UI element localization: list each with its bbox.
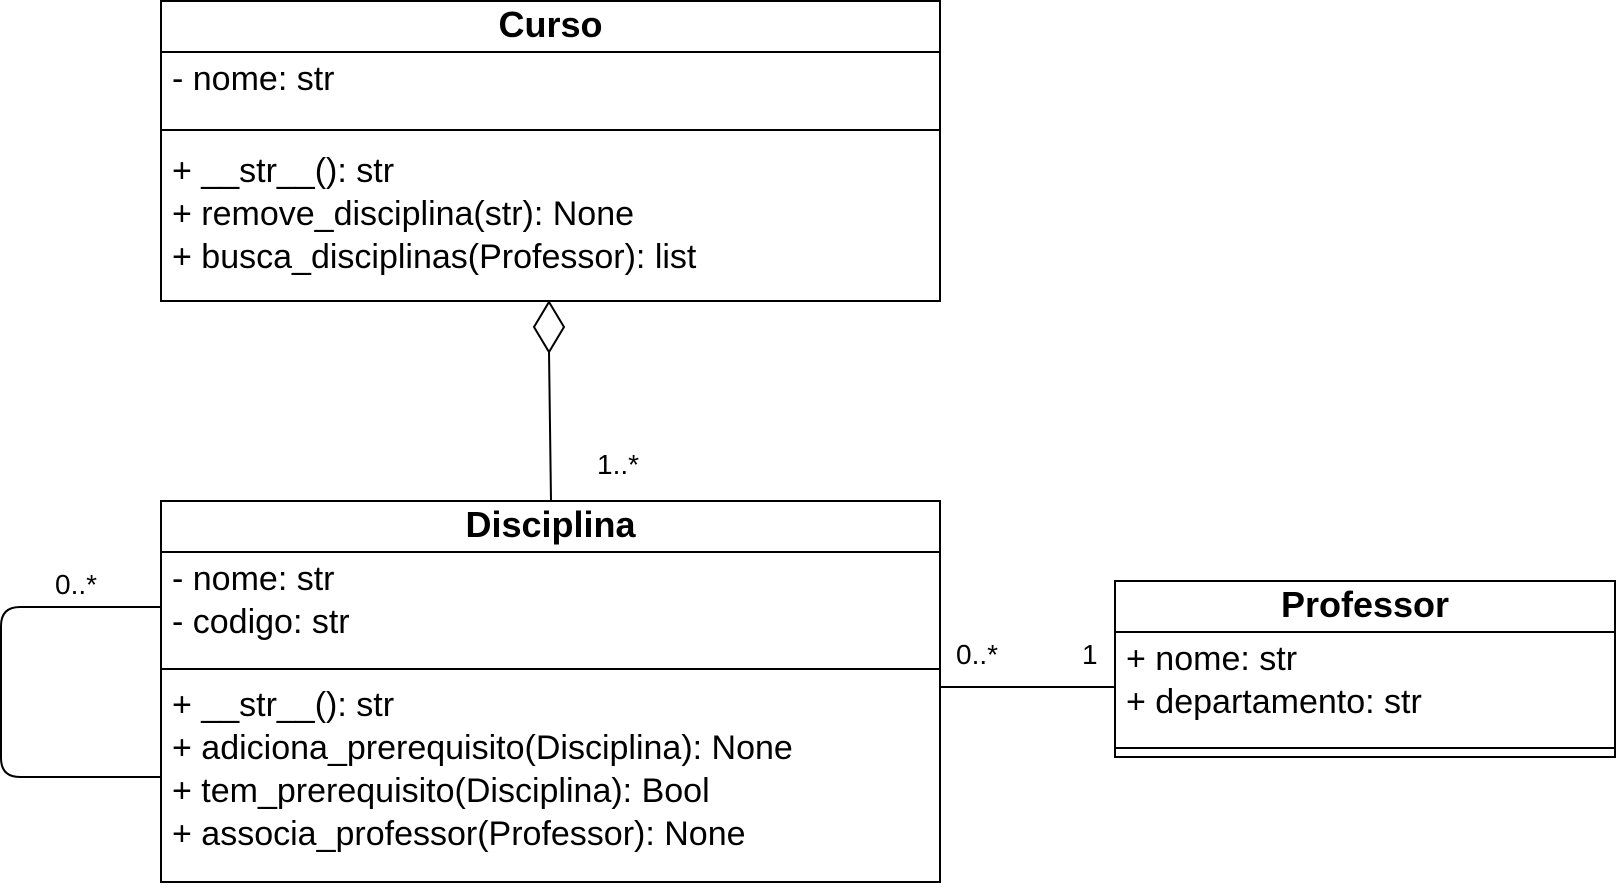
class-professor[interactable]: Professor + nome: str + departamento: st… [1114, 580, 1616, 758]
multiplicity-professor-side: 1 [1082, 639, 1098, 670]
aggregation-diamond [532, 300, 566, 354]
multiplicity-curso-disciplina: 1..* [597, 449, 640, 480]
class-curso-methods: + __str__(): str + remove_disciplina(str… [162, 131, 939, 279]
method: + __str__(): str [172, 152, 395, 190]
attribute: - nome: str [172, 560, 335, 598]
method: + remove_disciplina(str): None [172, 195, 635, 233]
method: + __str__(): str [172, 686, 395, 724]
class-disciplina-attributes: - nome: str - codigo: str [162, 553, 939, 670]
class-disciplina-name: Disciplina [162, 502, 939, 553]
multiplicity-self: 0..* [55, 569, 98, 600]
method: + busca_disciplinas(Professor): list [172, 238, 697, 276]
class-professor-attributes: + nome: str + departamento: str [1116, 633, 1614, 749]
attribute: + nome: str [1126, 640, 1298, 678]
attribute: + departamento: str [1126, 683, 1422, 721]
class-disciplina-methods: + __str__(): str + adiciona_prerequisito… [162, 670, 939, 856]
multiplicity-disciplina-side: 0..* [956, 639, 999, 670]
class-professor-name: Professor [1116, 582, 1614, 633]
method: + associa_professor(Professor): None [172, 815, 746, 853]
self-association-line [0, 606, 161, 778]
class-curso-name: Curso [162, 2, 939, 53]
attribute: - nome: str [172, 60, 335, 98]
attribute: - codigo: str [172, 603, 350, 641]
method: + tem_prerequisito(Disciplina): Bool [172, 772, 710, 810]
class-curso[interactable]: Curso - nome: str + __str__(): str + rem… [160, 0, 941, 302]
class-curso-attributes: - nome: str [162, 53, 939, 131]
class-disciplina[interactable]: Disciplina - nome: str - codigo: str + _… [160, 500, 941, 883]
aggregation-line [548, 351, 552, 502]
method: + adiciona_prerequisito(Disciplina): Non… [172, 729, 793, 767]
